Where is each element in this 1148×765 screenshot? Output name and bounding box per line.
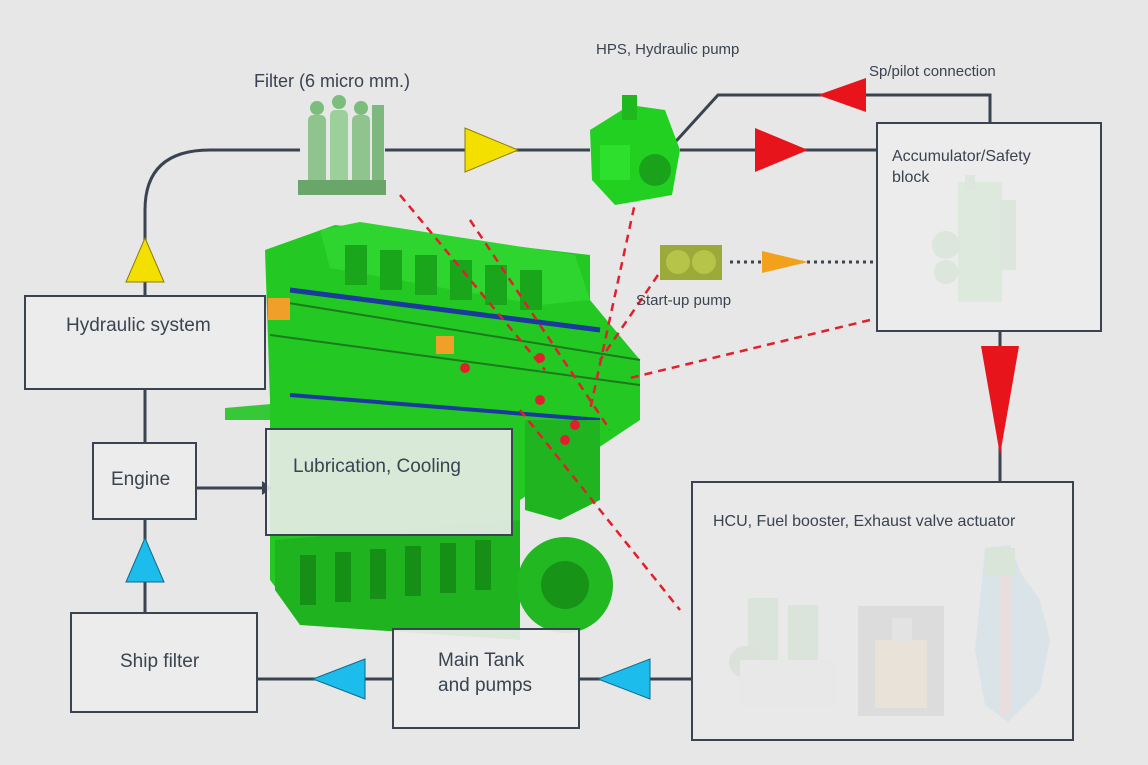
hcu-label: HCU, Fuel booster, Exhaust valve actuato… (713, 513, 1016, 530)
arrow-orange-right (762, 251, 808, 273)
arrow-cyan-left-1 (596, 658, 651, 700)
arrow-cyan-up (125, 536, 165, 583)
startup-pump-illustration (660, 245, 722, 280)
engine-illustration (225, 222, 641, 640)
engine-label: Engine (111, 469, 171, 490)
accumulator-box: Accumulator/Safety block (876, 122, 1102, 332)
callout-lines (399, 179, 871, 611)
main-tank-box: Main Tank and pumps (392, 628, 580, 729)
ship-filter-label: Ship filter (120, 651, 200, 672)
lubrication-cooling-box: Lubrication, Cooling (265, 428, 513, 536)
filter-illustration (298, 95, 386, 195)
sp-pilot-label: Sp/pilot connection (869, 63, 996, 80)
arrow-red-right (755, 128, 808, 172)
filter-label: Filter (6 micro mm.) (254, 71, 410, 91)
hydraulic-system-box: Hydraulic system (24, 295, 266, 390)
accumulator-label: Accumulator/Safety block (892, 148, 1031, 186)
lubrication-cooling-label: Lubrication, Cooling (293, 456, 461, 477)
arrow-cyan-left-2 (311, 658, 366, 700)
main-tank-label: Main Tank and pumps (438, 650, 533, 696)
arrow-yellow-up (125, 236, 165, 283)
engine-box: Engine (92, 442, 197, 520)
arrow-yellow-right (464, 127, 520, 173)
hydraulic-system-label: Hydraulic system (66, 315, 211, 336)
arrow-red-down (981, 346, 1019, 455)
hcu-box: HCU, Fuel booster, Exhaust valve actuato… (691, 481, 1074, 741)
hps-pump-illustration (590, 95, 680, 205)
arrow-red-left (818, 78, 866, 112)
hps-label: HPS, Hydraulic pump (596, 41, 740, 58)
line-hydraulic-to-filter (143, 148, 300, 296)
ship-filter-box: Ship filter (70, 612, 258, 713)
startup-pump-label: Start-up pump (636, 292, 732, 309)
